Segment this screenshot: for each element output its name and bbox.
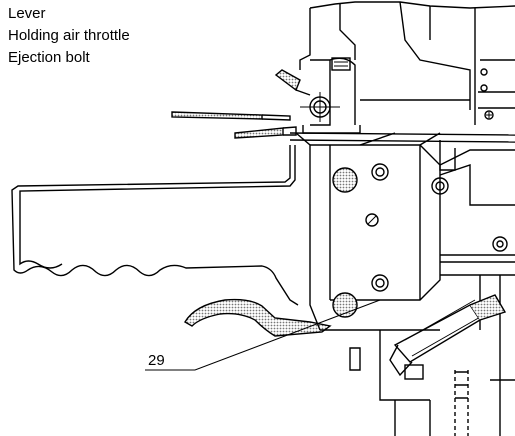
holding-air-throttle-assembly	[274, 57, 361, 134]
ejection-pipe	[349, 294, 515, 436]
main-block	[295, 132, 441, 331]
handle-grip	[11, 145, 299, 306]
legend-item-lever: Lever	[8, 5, 46, 22]
lever	[184, 298, 332, 337]
rods	[171, 111, 515, 171]
callout-29-label: 29	[148, 352, 165, 369]
callout-29-leader	[145, 299, 381, 371]
legend-item-holding-air-throttle: Holding air throttle	[8, 27, 130, 44]
upper-housing	[299, 1, 515, 125]
legend-item-ejection-bolt: Ejection bolt	[8, 49, 90, 66]
legend: Lever Holding air throttle Ejection bolt	[8, 3, 130, 69]
